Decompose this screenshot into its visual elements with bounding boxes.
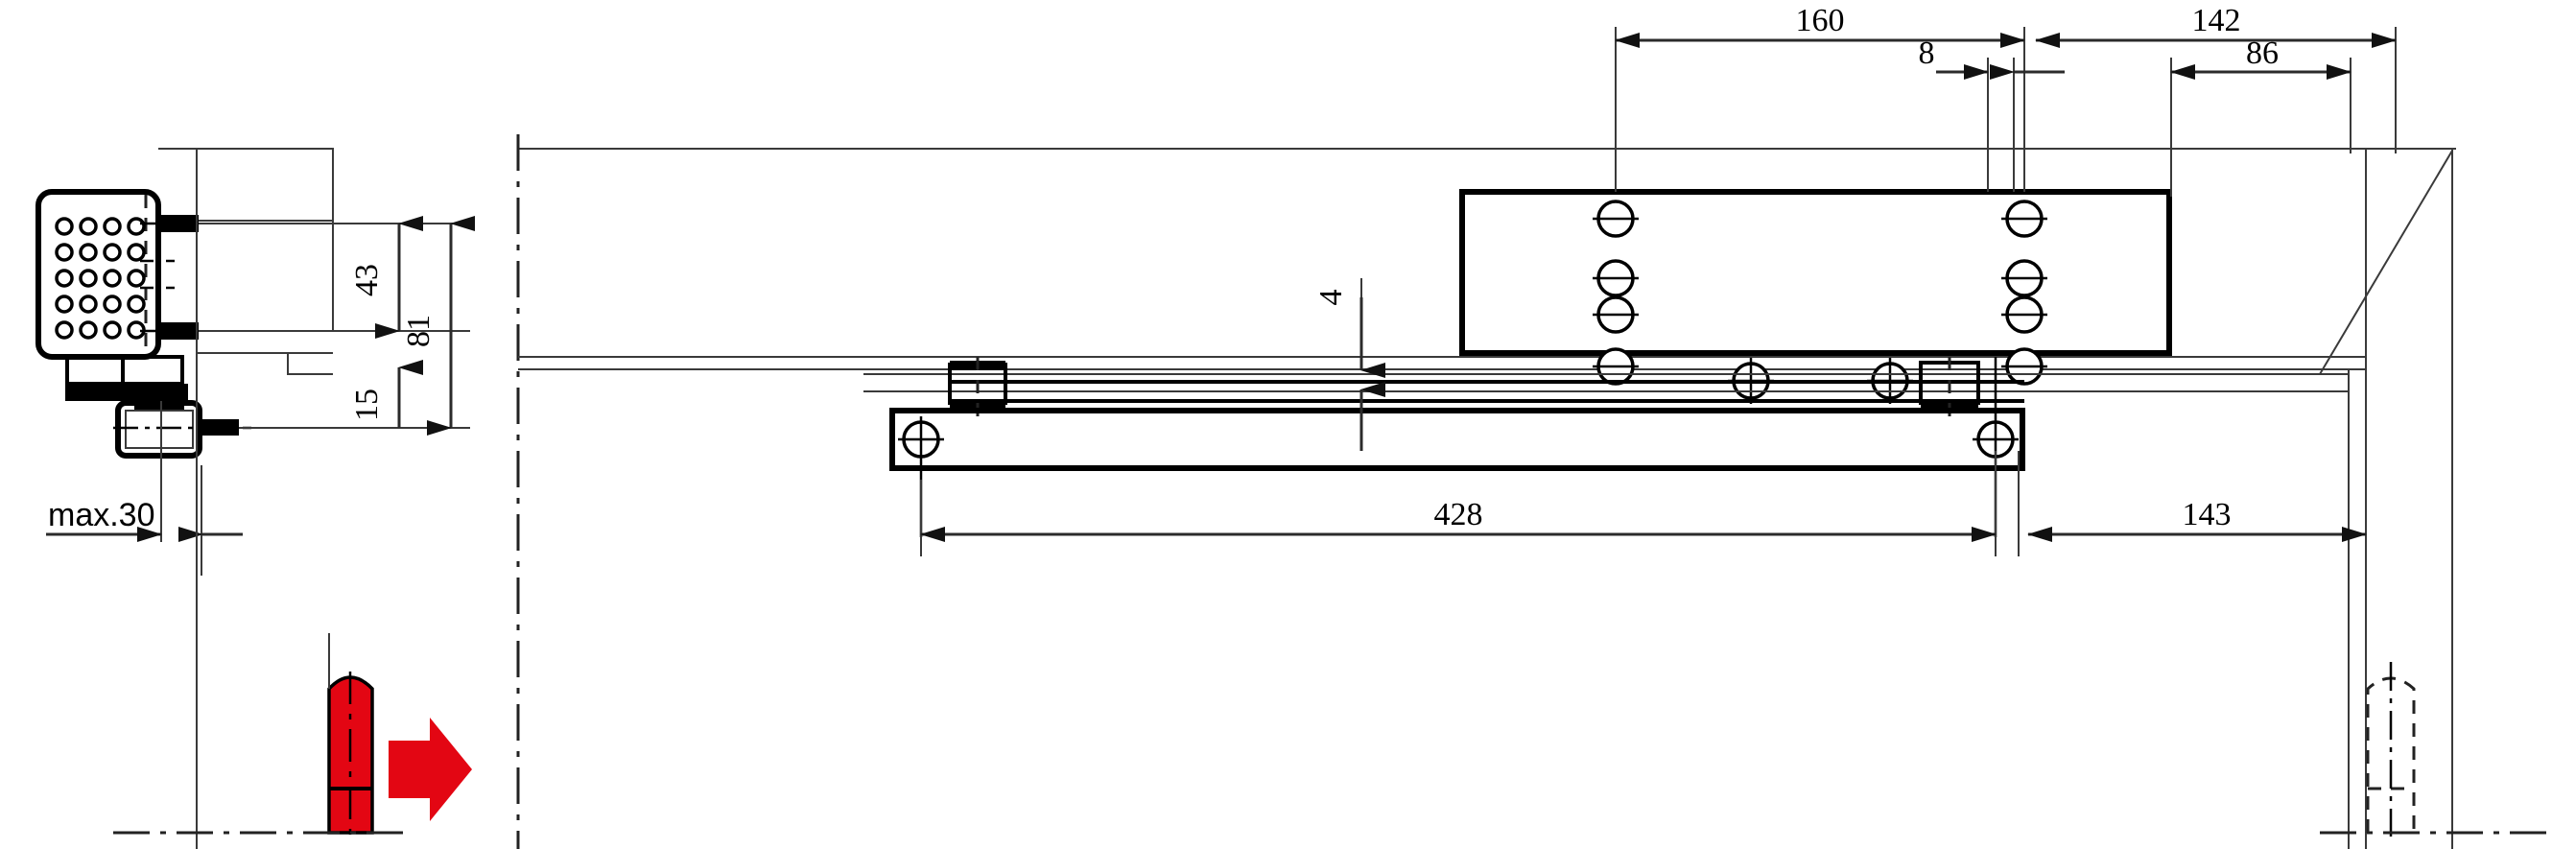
dimension-stack-side: 43 81 15 [349,216,475,436]
dim-143: 143 [2027,497,2367,542]
side-view-reference-lines [160,149,198,849]
dimension-chain-top: 160 142 [1615,3,2397,192]
dim-81: 81 [401,216,475,436]
dimension-chain-second: 8 86 [1919,35,2351,197]
dim-81-label: 81 [401,315,437,347]
dim-8-label: 8 [1919,35,1935,71]
perforated-mounting-plate [35,189,203,411]
dim-428: 428 [920,497,1997,542]
dimension-chain-bottom: 428 143 [920,413,2367,556]
mounting-plate-tabs [140,215,203,340]
dim-428-label: 428 [1434,497,1483,532]
mounting-plate-hole-grid [55,217,146,340]
dim-86-label: 86 [2246,35,2279,71]
red-pivot-pin [327,633,374,837]
dim-15-label: 15 [349,389,385,421]
dim-max30-label: max.30 [48,497,155,533]
dim-142: 142 [2035,3,2397,48]
side-view-frame-profile [158,148,334,375]
dim-142-label: 142 [2192,3,2241,38]
door-frame-outline [516,134,2456,849]
dim-max30: max.30 [46,465,243,576]
dim-86: 86 [2170,35,2351,80]
dim-160-label: 160 [1796,3,1845,38]
dim-4-label: 4 [1313,290,1349,306]
dim-143-label: 143 [2183,497,2232,532]
direction-arrow [389,718,472,821]
dim-8: 8 [1919,35,2065,80]
dim-43: 43 [349,216,423,339]
pin-alternate-position [2366,662,2416,837]
closer-body [1459,115,2172,404]
pivot-housing-block [113,400,251,459]
dim-15: 15 [349,360,423,428]
dim-43-label: 43 [349,264,385,296]
slide-rail [863,357,2349,422]
dim-4: 4 [1313,278,1385,451]
dim-160: 160 [1615,3,2025,48]
